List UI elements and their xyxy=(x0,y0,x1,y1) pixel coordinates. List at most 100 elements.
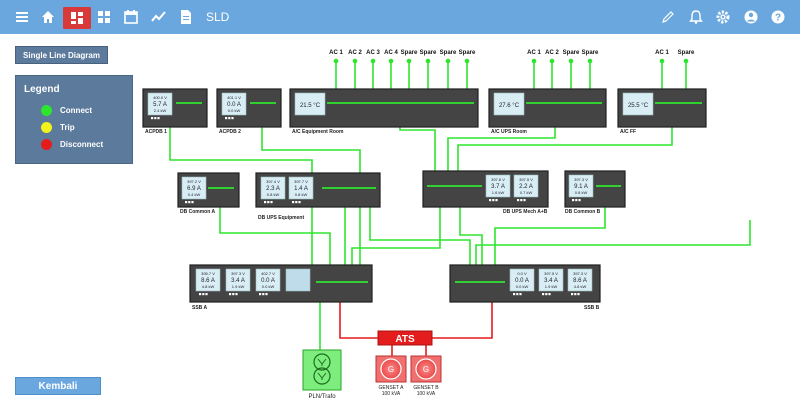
power-meter[interactable]: 397.3 V3.4 A1.9 kW xyxy=(225,268,251,296)
panel-label: SSB A xyxy=(192,305,207,311)
temperature-display[interactable]: 25.5 °C xyxy=(622,92,654,116)
temperature-value: 21.5 °C xyxy=(300,103,321,109)
ac-status-dot xyxy=(531,58,537,64)
user-icon[interactable] xyxy=(740,6,762,28)
meter-current: 8.6 A xyxy=(573,278,587,284)
power-meter[interactable]: 397.5 V2.2 A0.7 kW xyxy=(513,174,539,202)
ac-unit-label: Spare xyxy=(459,50,476,56)
panel-label: DB Common A xyxy=(180,209,215,215)
meter-current: 3.4 A xyxy=(544,278,558,284)
ac-unit-label: AC 1 xyxy=(655,50,669,56)
panel-db-common-a[interactable]: 397.2 V6.9 A0.4 kW xyxy=(177,172,240,208)
meter-current: 2.3 A xyxy=(266,186,280,192)
meter-power: 0.7 kW xyxy=(520,190,533,195)
genset-b[interactable]: G GENSET B 100 kVA xyxy=(410,355,442,397)
power-meter[interactable]: 397.7 V1.4 A0.8 kW xyxy=(288,176,314,204)
power-meter[interactable]: 400.0 V5.7 A2.4 kW xyxy=(147,92,173,120)
ac-unit-label: Spare xyxy=(401,50,418,56)
panel-label: DB UPS Equipment xyxy=(258,215,304,221)
meter-voltage: 401.1 V xyxy=(227,95,241,100)
power-meter[interactable]: 401.1 V0.0 A0.0 kW xyxy=(221,92,247,120)
ac-status-dot xyxy=(352,58,358,64)
meter-voltage: 397.3 V xyxy=(231,271,245,276)
settings-icon[interactable] xyxy=(712,6,734,28)
meter-voltage: 0.0 V xyxy=(517,271,527,276)
menu-icon[interactable] xyxy=(11,6,33,28)
panel-label: ACPDB 1 xyxy=(145,129,167,135)
edit-icon[interactable] xyxy=(657,6,679,28)
meter-current: 8.6 A xyxy=(201,278,215,284)
power-meter[interactable]: 0.0 V0.0 A0.0 kW xyxy=(509,268,535,296)
ac-status-dot xyxy=(425,58,431,64)
temperature-value: 27.6 °C xyxy=(499,103,520,109)
meter-voltage: 397.5 V xyxy=(544,271,558,276)
back-button[interactable]: Kembali xyxy=(15,377,101,395)
ac-status-dot xyxy=(587,58,593,64)
pln-transformer[interactable]: PLN/Trafo xyxy=(302,349,342,400)
meter-power: 2.4 kW xyxy=(154,108,167,113)
single-line-diagram-button[interactable]: Single Line Diagram xyxy=(15,46,108,64)
trend-icon[interactable] xyxy=(148,6,170,28)
power-meter[interactable]: 397.3 V9.1 A0.8 kW xyxy=(568,174,594,202)
power-meter[interactable]: 397.2 V6.9 A0.4 kW xyxy=(181,176,207,204)
legend-item-connect: Connect xyxy=(41,104,92,116)
power-meter[interactable]: 397.6 V3.7 A1.6 kW xyxy=(485,174,511,202)
ac-status-dot xyxy=(406,58,412,64)
dashboard-icon[interactable] xyxy=(63,7,91,29)
ac-unit-label: Spare xyxy=(440,50,457,56)
bell-icon[interactable] xyxy=(685,6,707,28)
ac-status-dot xyxy=(549,58,555,64)
meter-current: 9.1 A xyxy=(574,184,588,190)
panel-ac-equipment-room[interactable]: 21.5 °C xyxy=(289,88,479,128)
meter-power: 1.6 kW xyxy=(492,190,505,195)
meter-voltage: 402.7 V xyxy=(261,271,275,276)
power-meter[interactable]: 402.7 V0.0 A0.0 kW xyxy=(255,268,281,296)
home-icon[interactable] xyxy=(37,6,59,28)
ac-unit-label: Spare xyxy=(563,50,580,56)
calendar-icon[interactable] xyxy=(120,6,142,28)
panel-acpdb-2[interactable]: 401.1 V0.0 A0.0 kW xyxy=(216,88,282,128)
meter-current: 0.0 A xyxy=(515,278,529,284)
meter-current: 6.9 A xyxy=(187,186,201,192)
power-meter[interactable]: 397.3 V8.6 A4.8 kW xyxy=(567,268,593,296)
panel-db-common-b[interactable]: 397.3 V9.1 A0.8 kW xyxy=(564,170,626,208)
ac-status-dot xyxy=(568,58,574,64)
panel-label: DB UPS Mech A+B xyxy=(503,209,548,215)
help-icon[interactable]: ? xyxy=(767,6,789,28)
power-meter[interactable]: 397.5 V 3.4 A1.9 kW xyxy=(538,268,564,296)
meter-power: 1.9 kW xyxy=(545,284,558,289)
temperature-display[interactable]: 27.6 °C xyxy=(493,92,525,116)
panel-ac-ff[interactable]: 25.5 °C xyxy=(617,88,707,128)
ac-unit-label: Spare xyxy=(582,50,599,56)
blank-meter xyxy=(285,268,311,292)
meter-power: 4.8 kW xyxy=(202,284,215,289)
disconnect-status-dot xyxy=(41,138,52,150)
ac-unit-label: AC 2 xyxy=(545,50,559,56)
panel-acpdb-1[interactable]: 400.0 V5.7 A2.4 kW xyxy=(142,88,208,128)
ats-switch[interactable]: ATS xyxy=(377,330,433,346)
panel-ac-ups-room[interactable]: 27.6 °C xyxy=(488,88,607,128)
meter-current: 0.0 A xyxy=(261,278,275,284)
ac-unit-label: AC 4 xyxy=(384,50,398,56)
legend-panel: Legend Connect Trip Disconnect xyxy=(15,75,133,164)
legend-label: Connect xyxy=(60,105,92,115)
power-meter[interactable]: 395.7 V8.6 A4.8 kW xyxy=(195,268,221,296)
power-meter[interactable]: 397.4 V2.3 A0.8 kW xyxy=(260,176,286,204)
meter-current: 2.2 A xyxy=(519,184,533,190)
meter-current: 3.4 A xyxy=(231,278,245,284)
ac-unit-label: AC 1 xyxy=(329,50,343,56)
genset-a[interactable]: G GENSET A 100 kVA xyxy=(375,355,407,397)
meter-power: 0.8 kW xyxy=(267,192,280,197)
meter-voltage: 397.3 V xyxy=(573,271,587,276)
temperature-display[interactable]: 21.5 °C xyxy=(294,92,326,116)
legend-title: Legend xyxy=(24,84,60,95)
document-icon[interactable] xyxy=(175,6,197,28)
genset-a-rating: 100 kVA xyxy=(382,391,401,397)
grid-icon[interactable] xyxy=(93,6,115,28)
legend-label: Disconnect xyxy=(60,139,104,149)
